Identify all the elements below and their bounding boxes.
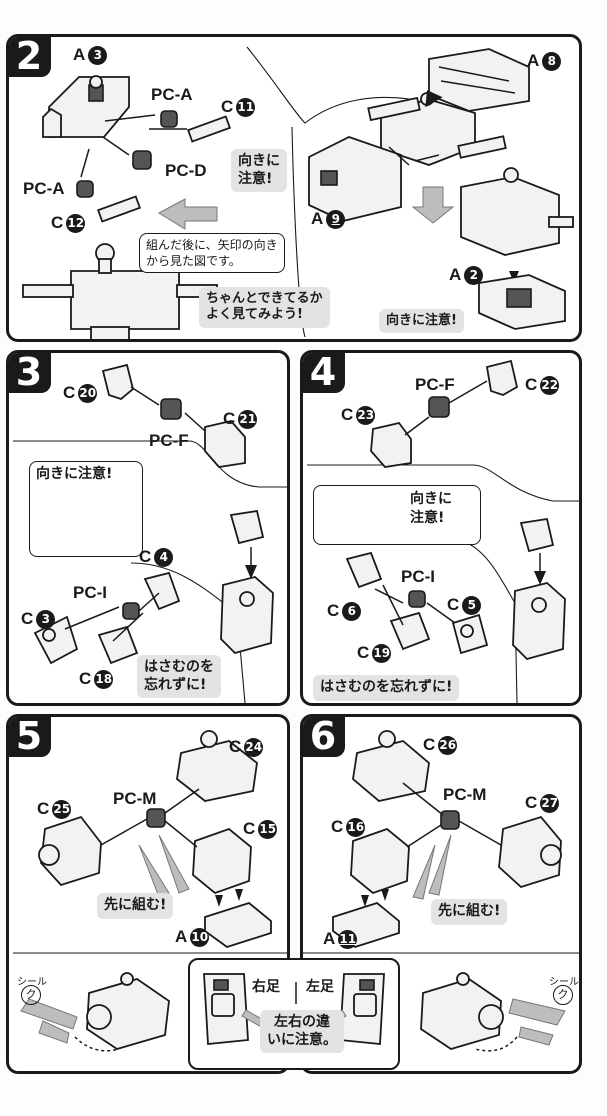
label-pc-a: PC-A: [151, 85, 193, 104]
left-foot-label: 左足: [306, 979, 334, 995]
note-direction-top: 向きに注意!: [231, 149, 287, 192]
note-check: ちゃんとできてるかよく見てみよう!: [199, 287, 330, 328]
note-direction-bottom: 向きに注意!: [379, 309, 464, 334]
box-direction: 向きに注意!: [29, 461, 143, 557]
sticker-label: シール: [17, 977, 47, 988]
sticker-letter: ク: [553, 985, 573, 1005]
label-pc-i: PC-I: [73, 583, 107, 602]
step-5-number: 5: [9, 717, 51, 757]
note-first: 先に組む!: [431, 899, 508, 925]
note-clip: はさむのを忘れずに!: [313, 675, 460, 701]
note-first: 先に組む!: [97, 893, 174, 919]
step-4-illustration: [307, 359, 579, 703]
step-5-illustration: [13, 730, 287, 1052]
step-2-illustration: [22, 46, 574, 339]
label-pc-i: PC-I: [401, 567, 435, 586]
label-pc-f: PC-F: [415, 375, 455, 394]
step-6-number: 6: [303, 717, 345, 757]
label-pc-f: PC-F: [149, 431, 189, 450]
label-pc-m: PC-M: [443, 785, 487, 804]
step-3-number: 3: [9, 353, 51, 393]
sticker-letter: ク: [21, 985, 41, 1005]
step-4-number: 4: [303, 353, 345, 393]
box-view-explanation: 組んだ後に、矢印の向きから見た図です。: [139, 233, 285, 274]
foot-compare-box: 右足 左足 左右の違いに注意。: [188, 958, 400, 1070]
sticker-label: シール: [549, 977, 579, 988]
step-2-number: 2: [9, 37, 51, 77]
label-pc-d: PC-D: [165, 161, 207, 180]
box-direction: 向きに注意!: [313, 485, 481, 545]
right-foot-label: 右足: [252, 979, 280, 995]
step-6-illustration: [303, 730, 579, 1052]
label-pc-a-2: PC-A: [23, 179, 65, 198]
note-clip: はさむのを忘れずに!: [137, 655, 221, 698]
note-difference: 左右の違いに注意。: [260, 1010, 344, 1053]
label-pc-m: PC-M: [113, 789, 157, 808]
step-2-panel: 2: [6, 34, 582, 342]
